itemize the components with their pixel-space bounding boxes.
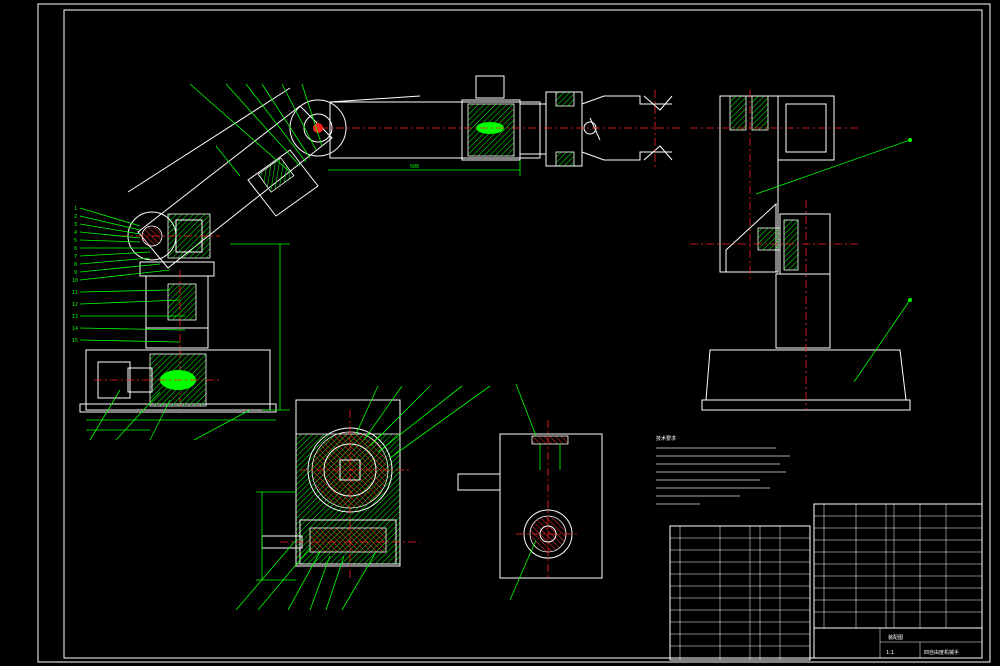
svg-text:11: 11 [72, 290, 78, 296]
svg-text:1: 1 [74, 206, 77, 212]
arm-side-view [690, 90, 912, 411]
title-sheet: 装配图 [888, 634, 903, 641]
svg-text:8: 8 [74, 262, 77, 268]
svg-text:12: 12 [72, 302, 78, 308]
svg-text:7: 7 [74, 254, 77, 260]
svg-text:4: 4 [74, 230, 77, 236]
svg-text:10: 10 [72, 278, 78, 284]
parts-list-table: 装配图 四自由度机械手 1:1 [669, 503, 983, 661]
title-text: 四自由度机械手 [924, 649, 959, 656]
svg-text:500: 500 [410, 164, 419, 170]
notes-heading: 技术要求 [656, 435, 676, 442]
svg-text:9: 9 [74, 270, 77, 276]
svg-text:5: 5 [74, 238, 77, 244]
svg-text:3: 3 [74, 222, 77, 228]
gearbox-section-view [235, 385, 491, 611]
outer-border [37, 3, 991, 663]
svg-text:15: 15 [72, 338, 78, 344]
svg-text:6: 6 [74, 246, 77, 252]
title-scale: 1:1 [886, 650, 894, 656]
gearbox-side-view [457, 383, 603, 601]
svg-text:14: 14 [72, 326, 78, 332]
technical-notes: 技术要求 [656, 435, 790, 505]
svg-text:2: 2 [74, 214, 77, 220]
arm-front-view: 500 [72, 75, 680, 441]
svg-text:13: 13 [72, 314, 78, 320]
inner-border [63, 9, 983, 659]
